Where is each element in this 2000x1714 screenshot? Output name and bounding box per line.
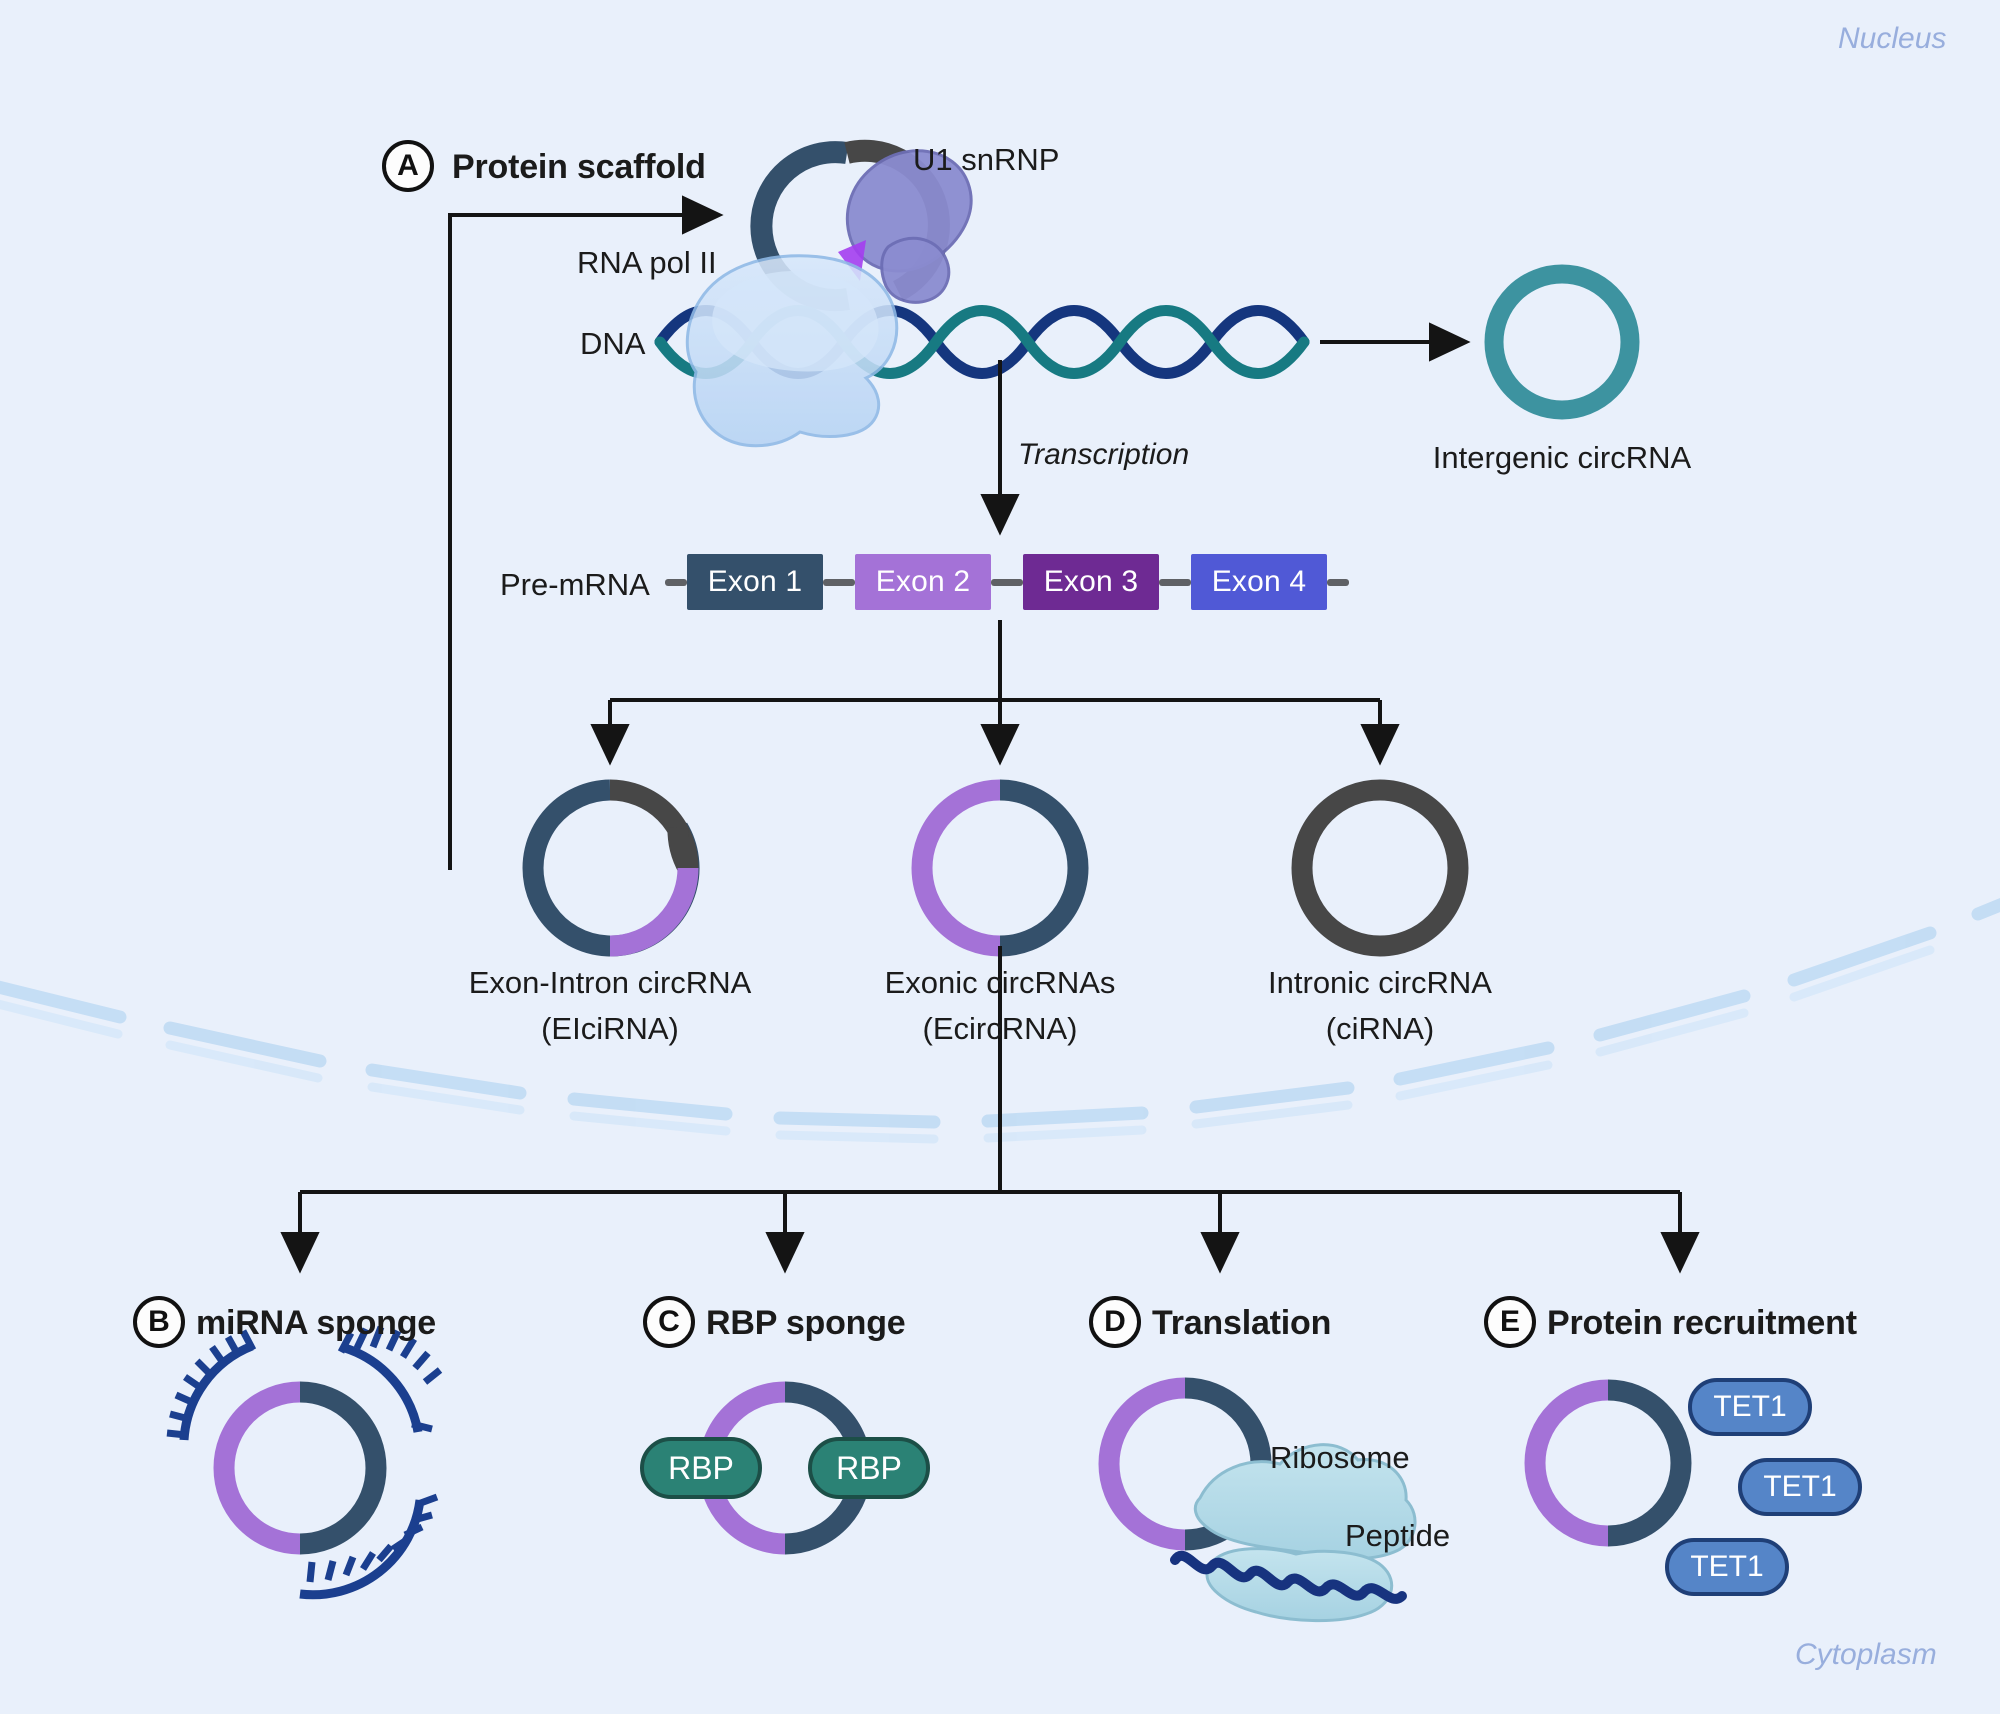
mirna-sponge-circrna-icon — [213, 1381, 387, 1555]
dna-label: DNA — [580, 326, 646, 361]
premrna-linker — [1159, 579, 1191, 586]
ecircrna-label-line1: Exonic circRNAs — [884, 965, 1116, 1000]
exon-label-3: Exon 3 — [1043, 565, 1139, 598]
nuclear-membrane-inner — [0, 945, 1935, 1144]
exon-box-1: Exon 1 — [687, 554, 823, 610]
cirna-icon — [1291, 779, 1469, 957]
panel-e-badge: E — [1484, 1296, 1536, 1348]
ribosome-label: Ribosome — [1270, 1440, 1410, 1475]
exon-label-2: Exon 2 — [875, 565, 971, 598]
exon-box-4: Exon 4 — [1191, 554, 1327, 610]
panel-a-title: Protein scaffold — [452, 148, 706, 186]
rbp-label: RBP — [668, 1449, 734, 1486]
splicing-branch-arrows — [590, 620, 1400, 766]
panel-d-badge: D — [1089, 1296, 1141, 1348]
premrna-linker — [1327, 579, 1349, 586]
exon-label-1: Exon 1 — [707, 565, 803, 598]
panel-e-title: Protein recruitment — [1547, 1304, 1857, 1342]
ecircrna-label-line2: (EcircRNA) — [922, 1011, 1078, 1046]
peptide-icon — [1170, 1550, 1407, 1604]
tet1-protein-3: TET1 — [1665, 1538, 1789, 1596]
nucleus-label: Nucleus — [1838, 22, 1947, 55]
eicirna-label-line1: Exon-Intron circRNA — [468, 965, 752, 1000]
rna-pol-ii-icon — [685, 254, 899, 448]
intergenic-circrna-label: Intergenic circRNA — [1432, 440, 1692, 475]
rbp-protein-right: RBP — [808, 1437, 930, 1499]
tet1-protein-1: TET1 — [1688, 1378, 1812, 1436]
exon-box-3: Exon 3 — [1023, 554, 1159, 610]
tet1-protein-2: TET1 — [1738, 1458, 1862, 1516]
rbp-protein-left: RBP — [640, 1437, 762, 1499]
tet1-label: TET1 — [1713, 1390, 1787, 1423]
peptide-label: Peptide — [1345, 1518, 1451, 1553]
nuclear-membrane — [0, 898, 2000, 1129]
cytoplasm-label: Cytoplasm — [1795, 1638, 1937, 1671]
tet1-label: TET1 — [1763, 1470, 1837, 1503]
cirna-label-line2: (ciRNA) — [1325, 1011, 1435, 1046]
u1-snrnp-label: U1 snRNP — [913, 142, 1060, 177]
premrna-linker — [665, 579, 687, 586]
panel-c-title: RBP sponge — [706, 1304, 906, 1342]
panel-c-badge: C — [643, 1296, 695, 1348]
transcription-arrow-label: Transcription — [1018, 438, 1190, 471]
exon-label-4: Exon 4 — [1211, 565, 1307, 598]
panel-b-title: miRNA sponge — [196, 1304, 437, 1342]
rbp-label: RBP — [836, 1449, 902, 1486]
panel-a-badge: A — [382, 140, 434, 192]
intergenic-circrna-icon — [1484, 264, 1640, 420]
cirna-label-line1: Intronic circRNA — [1268, 965, 1492, 1000]
premrna-linker — [823, 579, 855, 586]
exon-box-2: Exon 2 — [855, 554, 991, 610]
premrna-label: Pre-mRNA — [500, 567, 650, 602]
mirna-duplex-icons — [166, 1325, 443, 1600]
panel-d-title: Translation — [1152, 1304, 1332, 1342]
eicirna-icon — [522, 779, 700, 957]
eicirna-label-line2: (EIciRNA) — [541, 1011, 679, 1046]
tet1-label: TET1 — [1690, 1550, 1764, 1583]
ecircrna-icon — [911, 779, 1089, 957]
premrna-linker — [991, 579, 1023, 586]
panel-b-badge: B — [133, 1296, 185, 1348]
function-branch-arrows — [280, 946, 1700, 1274]
rna-pol-ii-label: RNA pol II — [577, 245, 717, 280]
recruitment-circrna-icon — [1524, 1379, 1692, 1547]
scaffold-feedback-arrow — [448, 195, 724, 870]
u1-snrnp-icon — [838, 149, 973, 304]
